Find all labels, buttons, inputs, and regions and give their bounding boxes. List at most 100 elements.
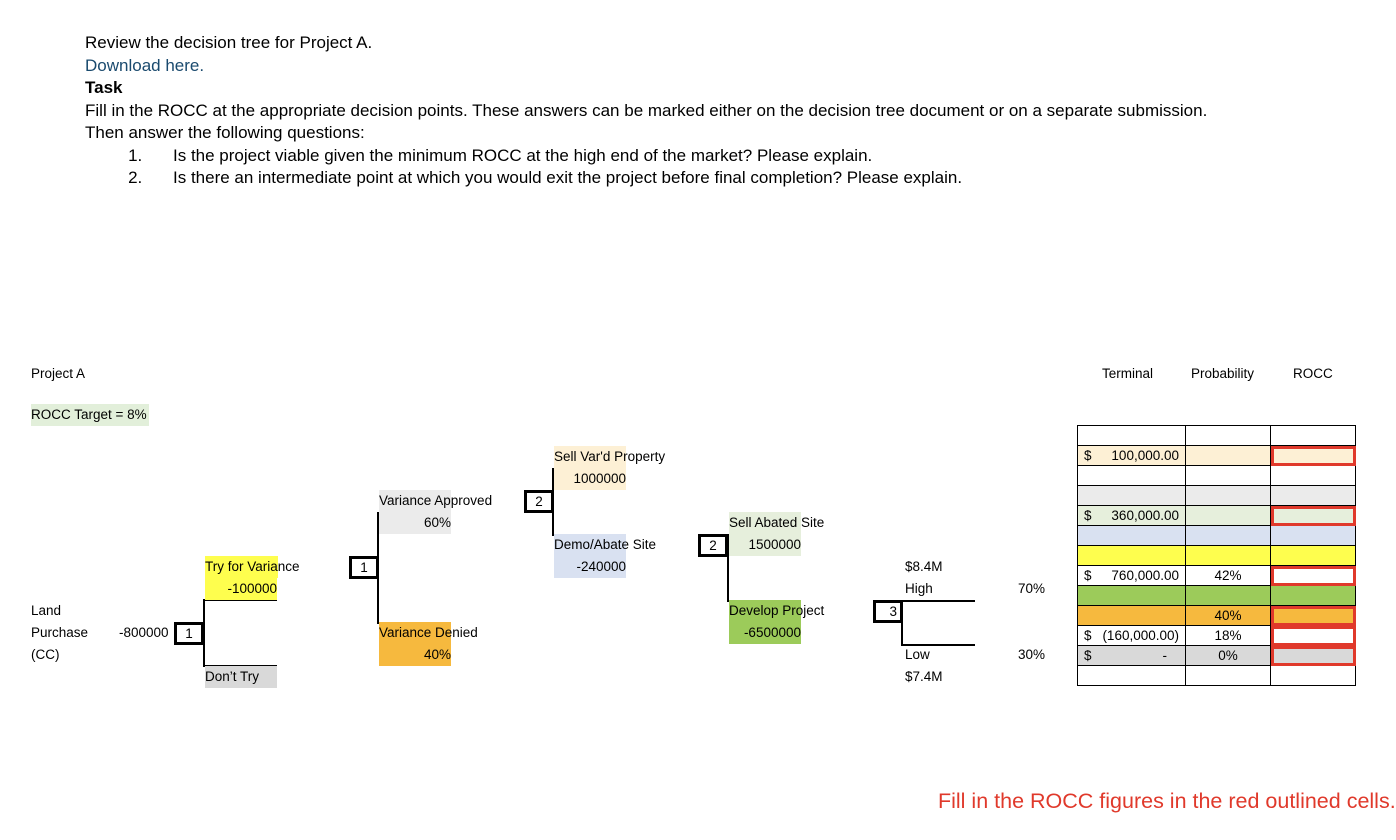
rocc-input-cell[interactable] xyxy=(1270,645,1356,666)
variance-approved-label: Variance Approved xyxy=(379,490,492,512)
terminal-cell: $760,000.00 xyxy=(1077,565,1186,586)
probability-cell xyxy=(1185,545,1271,566)
rocc-input-cell[interactable] xyxy=(1270,625,1356,646)
variance-approved-prob: 60% xyxy=(379,512,451,534)
sell-vard-property-value: 1000000 xyxy=(554,468,626,490)
questions-list: Is the project viable given the minimum … xyxy=(85,145,1285,190)
decision-node-1: 1 xyxy=(174,622,204,645)
sell-abated-label: Sell Abated Site xyxy=(729,512,824,534)
rocc-input-cell[interactable] xyxy=(1270,505,1356,526)
table-row xyxy=(1077,525,1356,546)
low-prob: 30% xyxy=(1018,647,1046,662)
currency-symbol: $ xyxy=(1084,628,1092,643)
high-prob: 70% xyxy=(1018,581,1046,596)
land-purchase-cost: -800000 xyxy=(119,625,169,640)
table-row xyxy=(1077,485,1356,506)
terminal-cell xyxy=(1077,525,1186,546)
probability-cell xyxy=(1185,665,1271,686)
table-row: $360,000.00 xyxy=(1077,505,1356,526)
try-variance-cost: -100000 xyxy=(205,578,277,600)
questions-intro: Then answer the following questions: xyxy=(85,123,365,142)
terminal-cell: $100,000.00 xyxy=(1077,445,1186,466)
root-label-3: (CC) xyxy=(31,647,60,662)
task-heading: Task xyxy=(85,78,123,97)
table-row: $-0% xyxy=(1077,645,1356,666)
root-label-1: Land xyxy=(31,603,62,618)
terminal-value: - xyxy=(1162,648,1168,663)
rocc-input-cell[interactable] xyxy=(1270,445,1356,466)
table-row: $(160,000.00)18% xyxy=(1077,625,1356,646)
branch-line xyxy=(901,600,975,602)
branch-line xyxy=(203,599,205,667)
terminal-cell xyxy=(1077,465,1186,486)
branch-line xyxy=(901,644,975,646)
table-row xyxy=(1077,465,1356,486)
low-amount: $7.4M xyxy=(905,669,943,684)
demo-abate-cost: -240000 xyxy=(554,556,626,578)
download-link[interactable]: Download here. xyxy=(85,55,205,75)
develop-project-cost: -6500000 xyxy=(729,622,801,644)
question-1: Is the project viable given the minimum … xyxy=(147,145,1285,168)
terminal-cell: $360,000.00 xyxy=(1077,505,1186,526)
decision-node-2a: 2 xyxy=(524,490,554,513)
rocc-target: ROCC Target = 8% xyxy=(31,404,149,426)
rocc-cell xyxy=(1270,465,1356,486)
header-rocc: ROCC xyxy=(1293,366,1333,381)
terminal-cell xyxy=(1077,585,1186,606)
high-amount: $8.4M xyxy=(905,559,943,574)
probability-cell xyxy=(1185,465,1271,486)
header-terminal: Terminal xyxy=(1102,366,1154,381)
table-row xyxy=(1077,665,1356,686)
question-2: Is there an intermediate point at which … xyxy=(147,167,1285,190)
root-label-2: Purchase xyxy=(31,625,89,640)
rocc-cell xyxy=(1270,585,1356,606)
terminal-value: 100,000.00 xyxy=(1111,448,1179,463)
project-title: Project A xyxy=(31,366,86,381)
low-label: Low xyxy=(905,647,930,662)
terminal-cell xyxy=(1077,665,1186,686)
terminal-cell xyxy=(1077,425,1186,446)
demo-abate-label: Demo/Abate Site xyxy=(554,534,656,556)
rocc-cell xyxy=(1270,485,1356,506)
probability-cell xyxy=(1185,485,1271,506)
intro-line: Review the decision tree for Project A. xyxy=(85,33,373,52)
task-text: Fill in the ROCC at the appropriate deci… xyxy=(85,100,1208,120)
currency-symbol: $ xyxy=(1084,448,1092,463)
terminal-cell xyxy=(1077,545,1186,566)
terminal-value: 360,000.00 xyxy=(1111,508,1179,523)
table-row xyxy=(1077,585,1356,606)
currency-symbol: $ xyxy=(1084,508,1092,523)
probability-cell: 18% xyxy=(1185,625,1271,646)
probability-cell: 42% xyxy=(1185,565,1271,586)
rocc-input-cell[interactable] xyxy=(1270,565,1356,586)
rocc-cell xyxy=(1270,425,1356,446)
probability-cell xyxy=(1185,425,1271,446)
probability-cell xyxy=(1185,525,1271,546)
terminal-cell xyxy=(1077,605,1186,626)
terminal-cell: $- xyxy=(1077,645,1186,666)
sell-vard-property-label: Sell Var'd Property xyxy=(554,446,665,468)
probability-cell xyxy=(1185,505,1271,526)
chance-node-3: 3 xyxy=(873,600,903,623)
variance-denied-prob: 40% xyxy=(379,644,451,666)
branch-line xyxy=(901,600,903,646)
rocc-cell xyxy=(1270,545,1356,566)
terminal-value: 760,000.00 xyxy=(1111,568,1179,583)
terminal-cell: $(160,000.00) xyxy=(1077,625,1186,646)
chance-node-1: 1 xyxy=(349,556,379,579)
terminal-cell xyxy=(1077,485,1186,506)
rocc-cell xyxy=(1270,665,1356,686)
try-variance-label: Try for Variance xyxy=(205,556,300,578)
decision-node-2b: 2 xyxy=(698,534,728,557)
rocc-input-cell[interactable] xyxy=(1270,605,1356,626)
dont-try-label: Don’t Try xyxy=(205,666,277,688)
sell-abated-value: 1500000 xyxy=(729,534,801,556)
header-probability: Probability xyxy=(1191,366,1255,381)
currency-symbol: $ xyxy=(1084,648,1092,663)
develop-project-label: Develop Project xyxy=(729,600,824,622)
table-row: $100,000.00 xyxy=(1077,445,1356,466)
variance-denied-label: Variance Denied xyxy=(379,622,478,644)
table-row: 40% xyxy=(1077,605,1356,626)
red-note: Fill in the ROCC figures in the red outl… xyxy=(938,789,1396,813)
